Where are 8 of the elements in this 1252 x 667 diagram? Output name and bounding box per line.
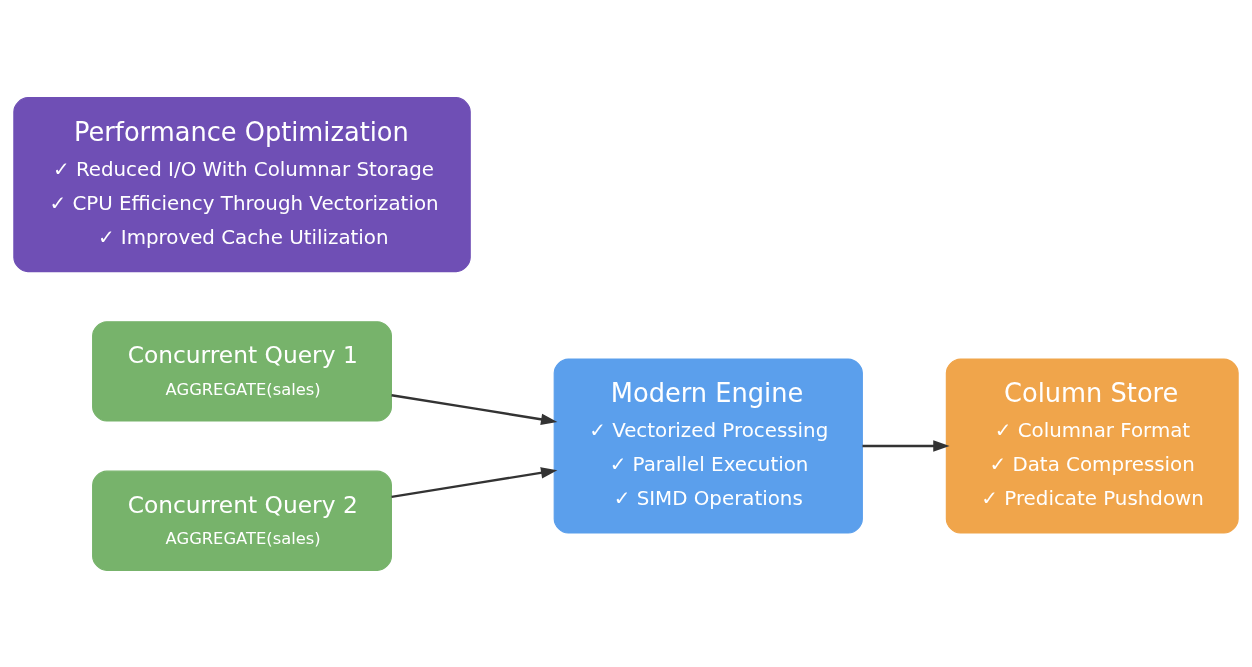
- node-box: Concurrent Query 1 AGGREGATE(sales): [92, 320, 392, 422]
- arrow: [391, 466, 558, 498]
- node-box: Column Store ✓ Columnar Format ✓ Data Compression ✓ Predicate Pushdown: [945, 358, 1239, 534]
- node-box: Concurrent Query 2 AGGREGATE(sales): [92, 470, 392, 571]
- arrow: [391, 393, 558, 425]
- arrow: [862, 439, 950, 452]
- node-box: Performance Optimization ✓ Reduced I/O With Columnar Storage ✓ CPU Efficiency Through Vectorization ✓ Improved Cache Utilization: [13, 96, 471, 272]
- node-box: Modern Engine ✓ Vectorized Processing ✓ Parallel Execution ✓ SIMD Operations: [553, 358, 863, 534]
